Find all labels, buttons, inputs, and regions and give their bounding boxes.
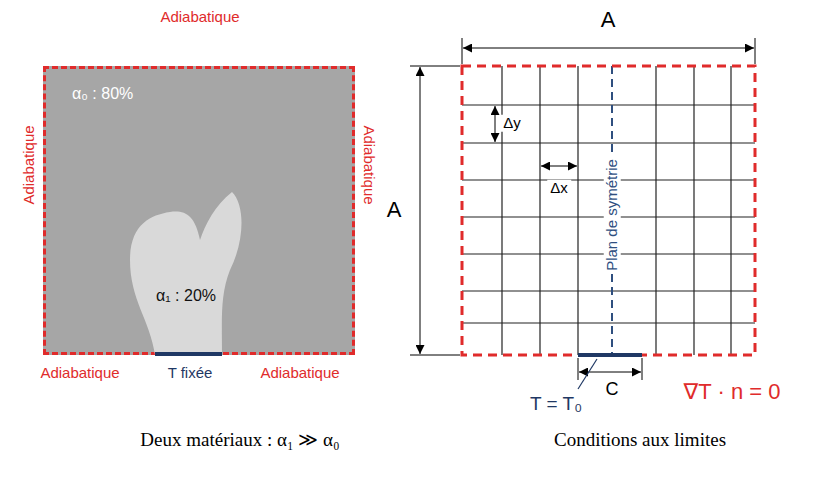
dimension-label: A [601,8,616,32]
fixed-temperature-segment [155,352,222,356]
material-fraction: α₁ : 20% [156,287,216,305]
dimension-label: C [606,380,619,400]
matrix-region: α₀ : 80% α₁ : 20% [43,66,355,355]
caption: Conditions aux limites [554,430,726,451]
boundary-label: T = T₀ [530,394,582,415]
boundary-label: ∇T · n = 0 [684,380,781,404]
boundary-label: T fixée [168,365,213,382]
region-outline [128,188,248,355]
mesh-ground [462,66,755,355]
leader-line [578,359,597,389]
fixed-temperature-segment [578,353,642,357]
boundary-label: Adiabatique [21,125,38,204]
dimension-label: Δx [547,180,571,197]
dimension-label: A [387,198,402,222]
region-shape [130,192,242,355]
boundary-label: Adiabatique [260,365,339,382]
mesh-lines [462,66,755,355]
boundary-label: Adiabatique [160,9,239,26]
boundary-label: Adiabatique [40,365,119,382]
caption: Deux matériaux : α₁ ≫ α₀ [140,430,339,451]
boundary-label: Adiabatique [361,125,378,204]
dimension-lines [410,38,755,380]
material-fraction: α₀ : 80% [72,85,133,103]
dimension-label: Δy [500,115,524,132]
mesh-border [462,66,755,355]
inclusion-region: α₁ : 20% [128,188,248,355]
symmetry-label: Plan de symétrie [604,156,621,274]
